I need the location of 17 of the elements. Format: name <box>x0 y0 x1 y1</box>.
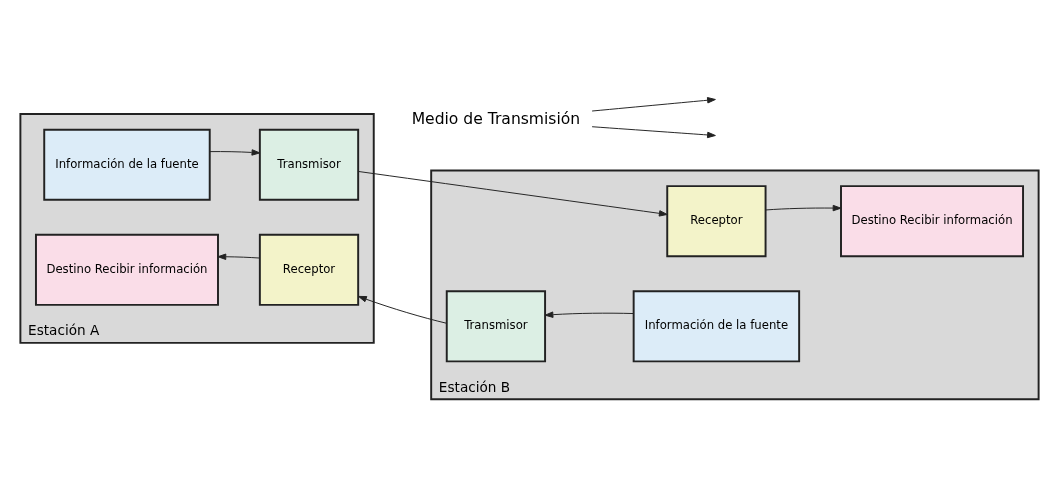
node-box: Destino Recibir información <box>35 233 219 306</box>
node-box: Receptor <box>666 185 767 258</box>
arrow <box>358 295 448 324</box>
node-box: Información de la fuente <box>43 128 211 201</box>
arrow <box>209 149 261 156</box>
node-text: Medio de Transmisión <box>411 109 581 128</box>
arrow <box>358 171 668 217</box>
node-box: Transmisor <box>258 128 360 201</box>
node-box: Transmisor <box>445 290 547 363</box>
arrow <box>544 311 634 318</box>
node-box: Información de la fuente <box>632 290 801 363</box>
arrow <box>591 126 716 139</box>
arrow <box>765 204 842 212</box>
node-box: Receptor <box>258 233 360 306</box>
arrow <box>591 97 716 112</box>
arrow <box>217 253 261 260</box>
node-box: Destino Recibir información <box>840 185 1024 258</box>
